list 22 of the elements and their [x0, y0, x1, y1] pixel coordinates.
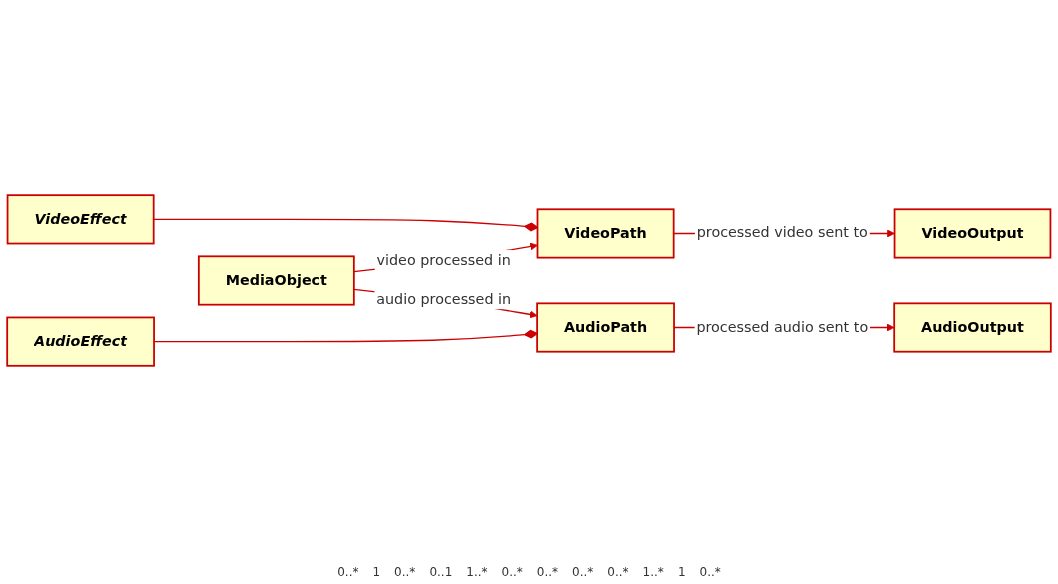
multiplicity-label: 0..* — [393, 564, 417, 580]
multiplicity-label: 0..* — [606, 564, 630, 580]
edge-label: audio processed in — [376, 290, 512, 307]
node-box: AudioPath — [536, 301, 675, 353]
node-box: AudioOutput — [893, 301, 1052, 353]
multiplicity-label: 1..* — [465, 564, 489, 580]
multiplicity-label: 1 — [371, 564, 382, 580]
multiplicity-label: 0..1 — [428, 564, 454, 580]
multiplicity-label: 1 — [676, 564, 687, 580]
node-box: VideoPath — [536, 207, 675, 259]
multiplicity-label: 1..* — [641, 564, 665, 580]
node-box: MediaObject — [197, 254, 355, 306]
node-box: VideoEffect — [6, 193, 155, 244]
edge-label: processed audio sent to — [696, 318, 869, 335]
multiplicity-label: 0..* — [571, 564, 595, 580]
node-box: VideoOutput — [893, 207, 1052, 259]
multiplicity-label: 0..* — [535, 564, 560, 580]
edge-label: processed video sent to — [696, 223, 868, 240]
multiplicity-label: 0..* — [336, 564, 360, 580]
multiplicity-label: 0..* — [698, 564, 722, 580]
multiplicity-label: 0..* — [500, 564, 524, 580]
edge-label: video processed in — [376, 251, 511, 268]
